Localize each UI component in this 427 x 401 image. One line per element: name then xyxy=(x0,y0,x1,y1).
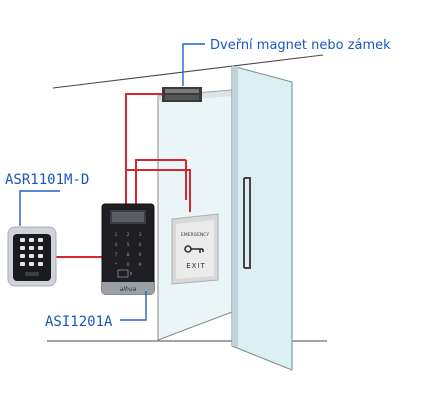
svg-text:8: 8 xyxy=(127,252,130,258)
wiring xyxy=(55,93,191,258)
wire-controller-to-exit-button xyxy=(135,159,186,206)
svg-text:2: 2 xyxy=(127,232,130,238)
wire-controller-to-magnet xyxy=(125,93,163,206)
exit-button-bottom-text: EXIT xyxy=(186,262,206,270)
svg-text:1: 1 xyxy=(115,232,118,238)
key-icon xyxy=(184,245,204,253)
exit-button-top-text: EMERGENCY xyxy=(181,232,209,238)
door-magnet xyxy=(162,87,202,102)
svg-text:#: # xyxy=(138,262,142,268)
ceiling-line xyxy=(52,54,324,89)
svg-text:7: 7 xyxy=(115,252,118,258)
card-reader-icon xyxy=(117,269,132,278)
svg-text:9: 9 xyxy=(139,252,142,258)
reader-leader xyxy=(19,190,60,226)
controller-keypad: 1 2 3 4 5 6 7 8 9 * 0 # xyxy=(115,232,143,268)
svg-text:5: 5 xyxy=(127,242,130,248)
controller-label: ASI1201A xyxy=(45,314,113,330)
svg-text:4: 4 xyxy=(115,242,118,248)
reader-label: ASR1101M-D xyxy=(5,172,89,188)
magnet-leader xyxy=(182,43,205,86)
svg-text:3: 3 xyxy=(139,232,142,238)
svg-text:6: 6 xyxy=(139,242,142,248)
asr1101m-d-reader xyxy=(7,226,57,287)
controller-brand: alhua xyxy=(120,286,137,293)
door-magnet-label: Dveřní magnet nebo zámek xyxy=(210,38,391,53)
reader-keypad xyxy=(20,238,43,266)
asi1201a-controller: 1 2 3 4 5 6 7 8 9 * 0 # alhua xyxy=(101,203,155,295)
svg-text:0: 0 xyxy=(127,262,130,268)
door-handle xyxy=(243,177,251,269)
svg-text:*: * xyxy=(115,262,118,268)
exit-button: EMERGENCY EXIT xyxy=(171,213,219,285)
controller-leader xyxy=(120,291,147,321)
fixed-glass-panel xyxy=(157,89,233,341)
glass-door-leaf xyxy=(231,65,293,371)
wire-magnet-to-exit xyxy=(126,169,191,212)
